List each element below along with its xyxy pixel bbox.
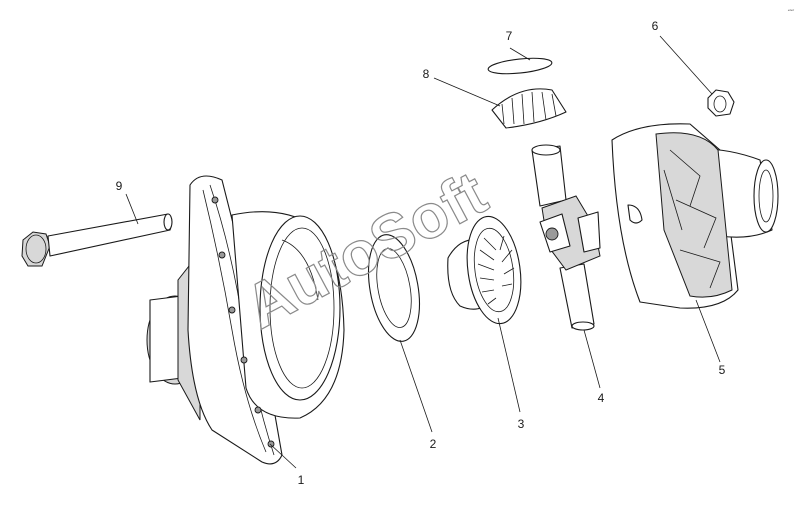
cup-part — [611, 123, 779, 309]
housing-part — [146, 175, 345, 465]
callout-7: 7 — [506, 29, 513, 43]
pinion-gear-part — [491, 88, 567, 129]
callout-5: 5 — [719, 363, 726, 377]
callout-4: 4 — [598, 391, 605, 405]
nut-part — [707, 89, 735, 117]
corner-mark: ˶˶ — [787, 5, 795, 15]
callout-labels: 1 2 3 4 5 6 7 8 9 — [116, 19, 726, 487]
callout-9: 9 — [116, 179, 123, 193]
pinion-washer-part — [487, 57, 553, 75]
washer-part — [368, 234, 420, 342]
callout-2: 2 — [430, 437, 437, 451]
callout-6: 6 — [652, 19, 659, 33]
side-gear-part — [447, 215, 522, 325]
leader-lines — [125, 35, 721, 469]
spider-part — [531, 144, 601, 331]
bolt-part — [21, 213, 173, 267]
callout-3: 3 — [518, 417, 525, 431]
callout-8: 8 — [423, 67, 430, 81]
callout-1: 1 — [298, 473, 305, 487]
